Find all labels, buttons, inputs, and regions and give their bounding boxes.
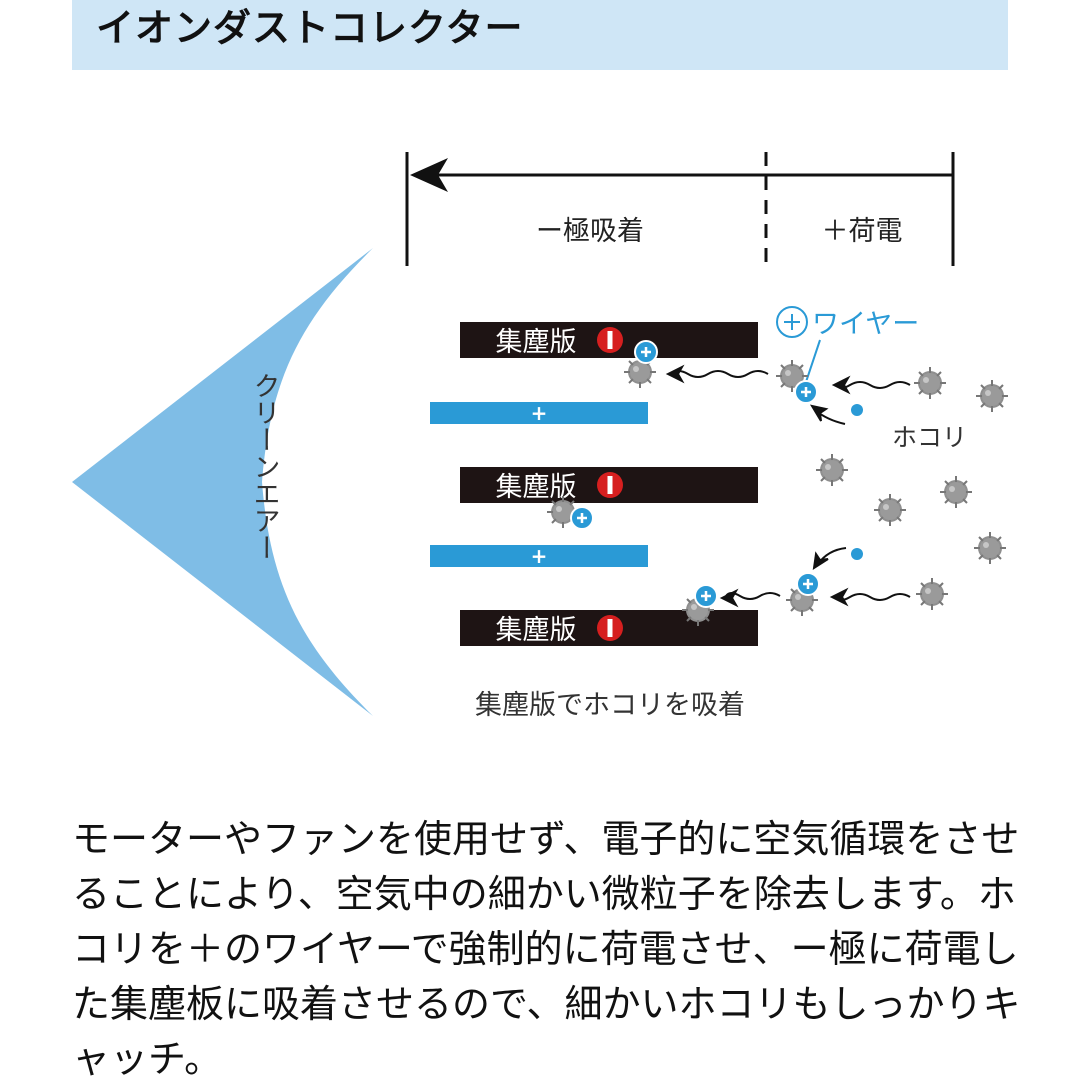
plus-plate-2: + [430,544,648,568]
collector-plate-1: 集塵版 [460,322,758,358]
collector-label: 集塵版 [496,472,577,503]
zone-bracket [405,152,955,268]
plus-plate-label: + [531,544,548,568]
plus-ion-icon [634,340,658,364]
plus-ion-icon [570,506,594,530]
plus-ion-icon [796,572,820,596]
clean-air-arrow-icon [72,248,373,716]
motion-arrows [665,364,911,608]
ion-dust-collector-diagram: ー極吸着 ＋荷電 クリーンエアー 集塵版 集塵版 集塵版 + + ワイヤー ホコ… [72,152,1009,721]
page-title: イオンダストコレクター [96,6,524,50]
wire-label: ワイヤー [812,309,919,340]
collector-label: 集塵版 [496,327,577,358]
dust-label: ホコリ [892,423,967,452]
arrow-left-icon [410,158,448,192]
zone-minus-label: ー極吸着 [536,216,644,247]
collector-plate-2: 集塵版 [460,467,758,503]
plus-ion-icon [694,584,718,608]
header-banner: イオンダストコレクター [72,0,1008,70]
description-text: モーターやファンを使用せず、電子的に空気循環をさせることにより、空気中の細かい微… [72,817,1021,1081]
collector-plate-3: 集塵版 [460,610,758,646]
diagram-caption: 集塵版でホコリを吸着 [475,690,745,721]
wire-callout [776,306,821,383]
plus-ion-icon [794,380,818,404]
plus-plate-label: + [531,401,548,425]
plus-plate-1: + [430,401,648,425]
collector-label: 集塵版 [496,615,577,646]
clean-air-label: クリーンエアー [249,372,280,561]
zone-plus-label: ＋荷電 [822,216,903,247]
plus-ions [570,340,863,608]
